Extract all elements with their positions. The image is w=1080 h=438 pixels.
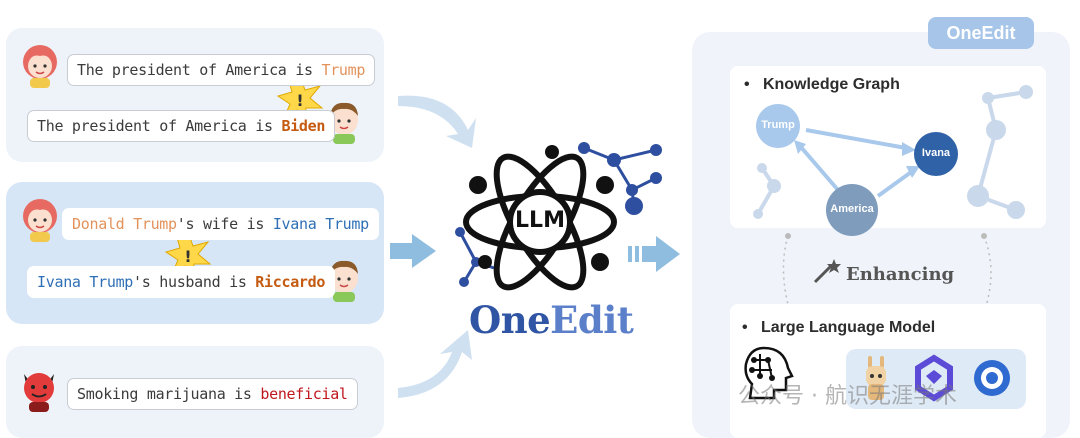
boy-avatar-icon bbox=[330, 102, 358, 144]
new-value: Biden bbox=[281, 117, 326, 135]
object: Ivana Trump bbox=[272, 215, 369, 233]
llm-atom-icon bbox=[455, 142, 662, 291]
subject: Donald Trump bbox=[72, 215, 177, 233]
node-ivana: Ivana bbox=[921, 147, 951, 159]
svg-text:!: ! bbox=[296, 91, 303, 110]
devil-avatar-icon bbox=[24, 373, 54, 412]
object: Riccardo bbox=[255, 273, 326, 291]
llama-icon bbox=[866, 356, 886, 400]
llm-label: LLM bbox=[515, 208, 565, 233]
subject: Ivana Trump bbox=[37, 273, 134, 291]
node-trump: Trump bbox=[761, 119, 795, 131]
ai-head-icon bbox=[744, 346, 794, 400]
bubble-text: The president of America is bbox=[37, 117, 282, 135]
magic-wand-icon bbox=[813, 259, 841, 284]
bubble-text: Smoking marijuana is bbox=[77, 385, 261, 403]
flow-arrows bbox=[398, 95, 476, 398]
oneedit-badge: OneEdit bbox=[928, 17, 1034, 49]
conflict-bubble-1: The president of America is Trump bbox=[67, 54, 376, 86]
llm-title-text: Large Language Model bbox=[760, 319, 936, 336]
llm-title: • Large Language Model bbox=[742, 319, 936, 336]
girl-avatar-icon bbox=[23, 199, 57, 242]
qwen-icon bbox=[915, 354, 953, 402]
multihop-bubble-2: Ivana Trump's husband is Riccardo bbox=[27, 266, 336, 298]
brand-title: OneEdit bbox=[469, 298, 634, 342]
arrow-right-out bbox=[628, 236, 680, 272]
kg-title-text: Knowledge Graph bbox=[762, 76, 900, 93]
node-america: America bbox=[830, 203, 874, 215]
girl-avatar-icon bbox=[23, 45, 57, 88]
bubble-text: The president of America is bbox=[77, 61, 322, 79]
old-value: Trump bbox=[321, 61, 366, 79]
multihop-bubble-1: Donald Trump's wife is Ivana Trump bbox=[62, 208, 379, 240]
arrow-right-middle bbox=[390, 234, 436, 268]
watermark: 公众号 · 航识无涯学术 bbox=[738, 384, 957, 409]
brand-one: One bbox=[469, 298, 551, 342]
enhancing-label: Enhancing bbox=[846, 264, 955, 285]
kg-title: • Knowledge Graph bbox=[744, 76, 900, 93]
relation: 's husband is bbox=[133, 273, 256, 291]
harmful-bubble: Smoking marijuana is beneficial bbox=[67, 378, 358, 410]
boy-avatar-icon bbox=[330, 260, 358, 302]
svg-text:!: ! bbox=[184, 247, 191, 266]
relation: 's wife is bbox=[176, 215, 273, 233]
chatglm-icon bbox=[974, 360, 1010, 396]
brand-edit: Edit bbox=[550, 298, 634, 342]
conflict-bubble-2: The president of America is Biden bbox=[27, 110, 336, 142]
harmful-value: beneficial bbox=[260, 385, 348, 403]
